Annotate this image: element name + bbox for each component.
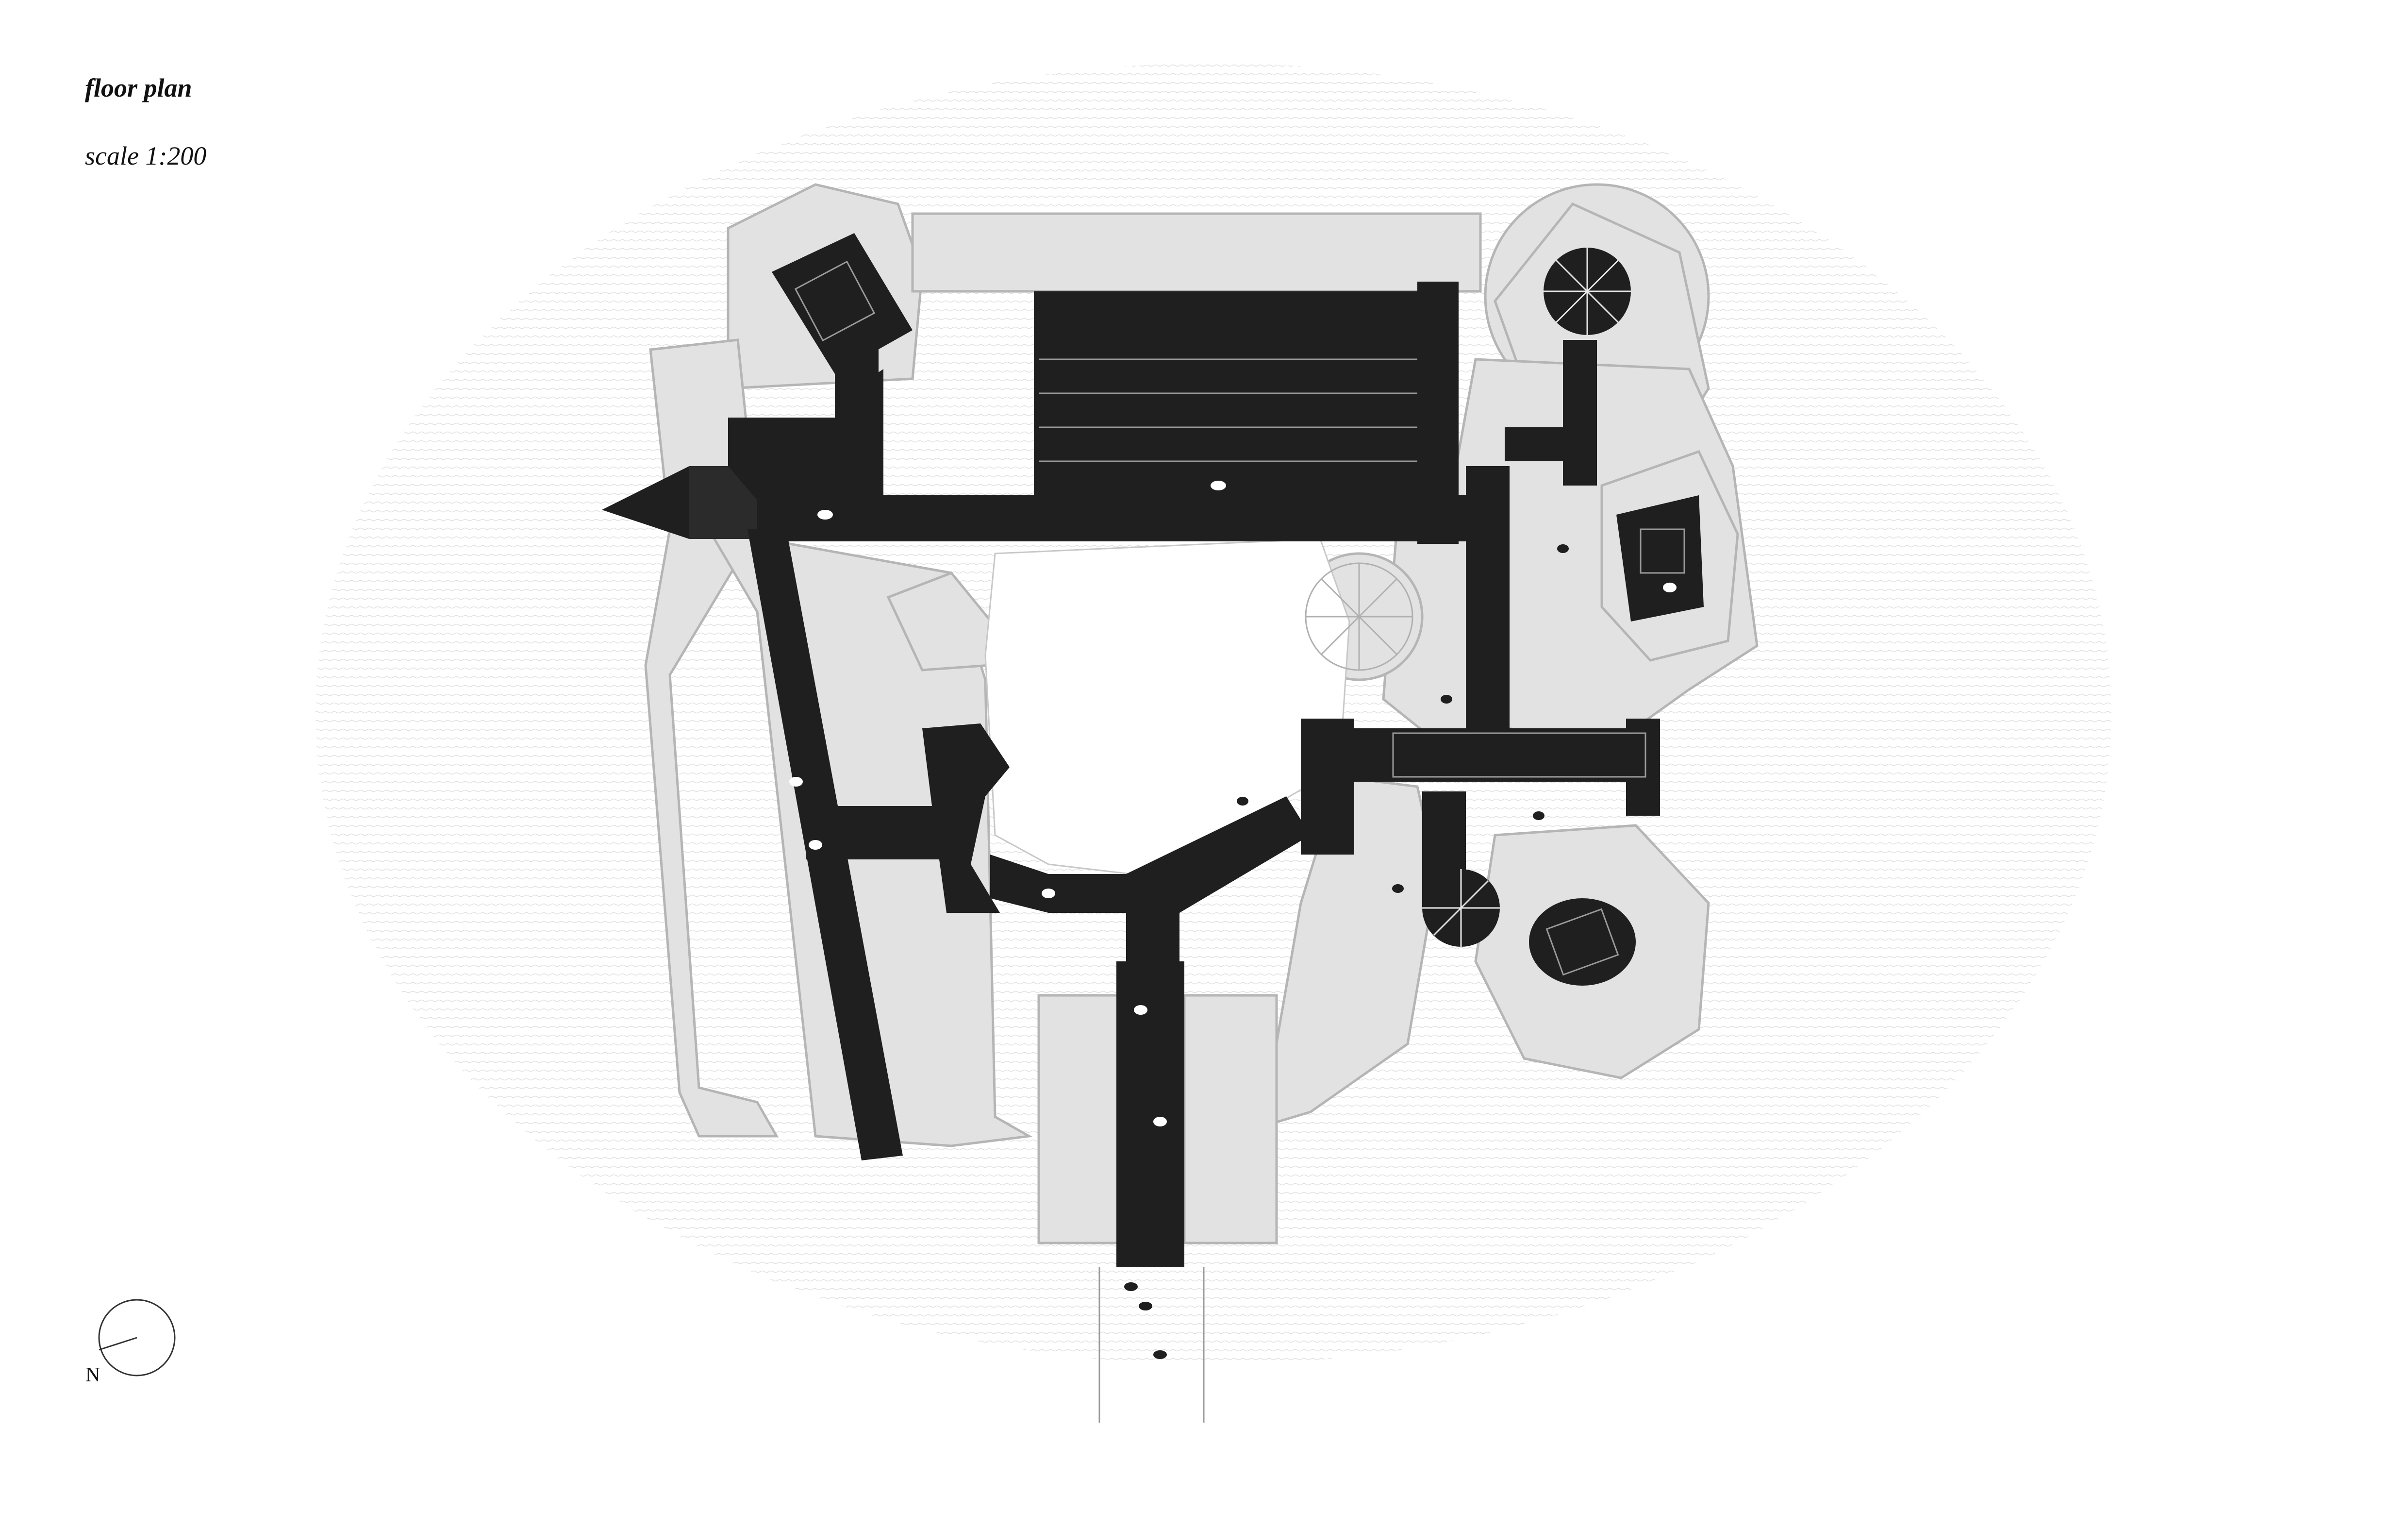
approach-road xyxy=(1098,1267,1205,1423)
drawing-title: floor plan xyxy=(85,73,192,102)
route-figures xyxy=(789,481,1677,1126)
spiral-stair-treads xyxy=(1422,248,1631,947)
ne-cross-link xyxy=(1505,427,1573,461)
west-link xyxy=(806,806,956,859)
drawing-scale: scale 1:200 xyxy=(85,141,207,170)
north-arrow-label: N xyxy=(85,1364,100,1386)
court-walkway xyxy=(990,796,1311,966)
west-stair-hall xyxy=(922,723,1010,913)
ne-tower-link xyxy=(1563,340,1597,486)
nw-link xyxy=(728,369,883,500)
se-tower-room xyxy=(1529,898,1636,986)
court-spiral-stair xyxy=(1305,562,1413,671)
route-detail-lines xyxy=(794,260,1685,976)
north-corridor xyxy=(757,495,1466,541)
east-end-block xyxy=(1626,719,1660,816)
east-vertical-corridor xyxy=(1466,466,1510,733)
nw-tower-room xyxy=(772,233,913,374)
south-corridor xyxy=(1116,961,1184,1267)
east-court-block xyxy=(1301,719,1354,855)
visitor-figures xyxy=(1124,544,1569,1359)
se-stair-link xyxy=(1422,791,1466,908)
east-tower-room xyxy=(1616,495,1704,621)
north-arrow xyxy=(98,1299,176,1377)
east-corridor xyxy=(1354,728,1660,782)
visitor-route xyxy=(602,233,1704,1267)
